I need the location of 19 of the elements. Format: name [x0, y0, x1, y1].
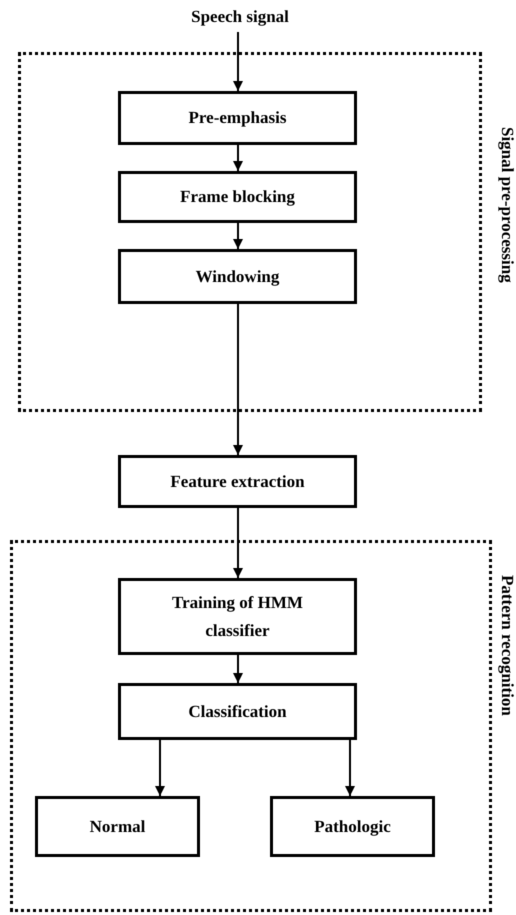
process-box: Feature extraction: [118, 455, 357, 508]
arrow: [233, 223, 243, 249]
arrow: [233, 145, 243, 171]
arrow: [233, 655, 243, 683]
arrow: [233, 32, 243, 91]
arrow: [233, 508, 243, 578]
group-label: Signal pre-processing: [499, 127, 516, 283]
process-box: Normal: [35, 796, 200, 857]
process-box: Training of HMM classifier: [118, 578, 357, 655]
arrow: [233, 304, 243, 455]
process-box: Pathologic: [270, 796, 435, 857]
process-box: Frame blocking: [118, 171, 357, 223]
input-label: Speech signal: [191, 6, 289, 28]
arrow: [155, 740, 165, 796]
group-label: Pattern recognition: [499, 575, 516, 716]
process-box: Classification: [118, 683, 357, 740]
process-box: Pre-emphasis: [118, 91, 357, 145]
arrow: [345, 740, 355, 796]
process-box: Windowing: [118, 249, 357, 304]
